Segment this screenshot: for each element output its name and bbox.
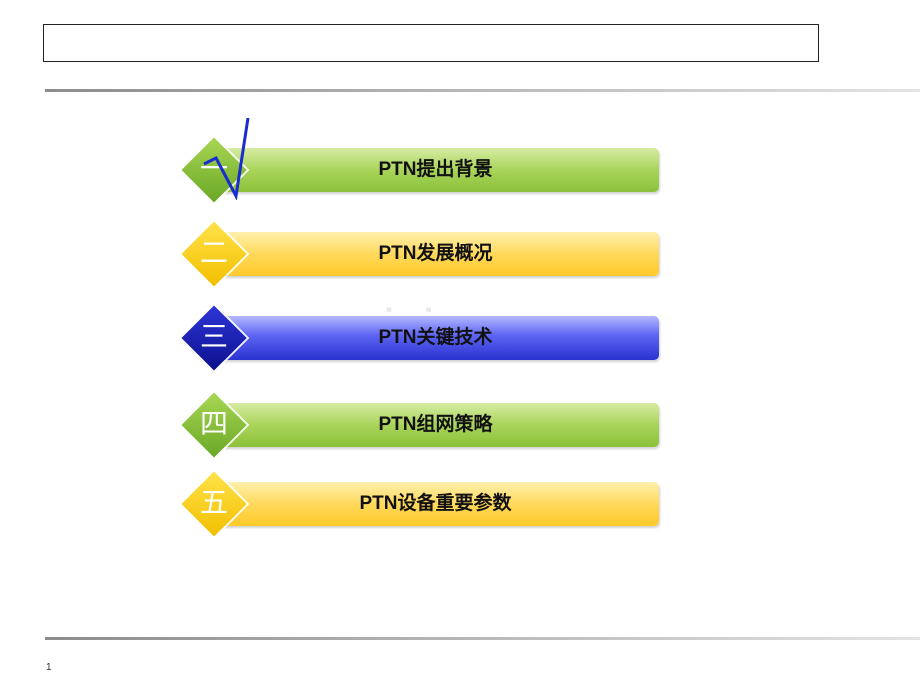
bottom-divider: [45, 637, 920, 640]
menu-item-3-bar: [212, 316, 659, 360]
menu-item-3-number: 三: [199, 320, 228, 353]
menu-item-2-bar: [212, 232, 659, 276]
page-number: 1: [46, 662, 52, 673]
check-mark-icon: [203, 118, 250, 200]
menu-item-2[interactable]: PTN发展概况 二: [181, 221, 660, 287]
menu-item-2-number: 二: [199, 236, 228, 269]
menu-item-3-label: PTN关键技术: [378, 327, 493, 348]
menu-item-4-number: 四: [199, 407, 228, 440]
menu-item-5-bar: [212, 482, 659, 526]
menu-item-1-bar: [212, 148, 659, 192]
top-divider: [45, 89, 920, 92]
menu-item-5[interactable]: PTN设备重要参数 五: [181, 471, 660, 537]
menu-item-5-label: PTN设备重要参数: [359, 493, 512, 514]
menu-item-4-label: PTN组网策略: [378, 414, 493, 435]
menu-item-1-label: PTN提出背景: [378, 159, 493, 180]
menu-item-1[interactable]: PTN提出背景 一: [181, 137, 660, 203]
menu-item-2-label: PTN发展概况: [378, 243, 493, 264]
menu-item-4-bar: [212, 403, 659, 447]
menu-item-5-number: 五: [199, 486, 228, 519]
menu-item-3[interactable]: PTN关键技术 三: [181, 305, 660, 371]
menu-item-4[interactable]: PTN组网策略 四: [181, 392, 660, 458]
title-box: [43, 24, 819, 62]
